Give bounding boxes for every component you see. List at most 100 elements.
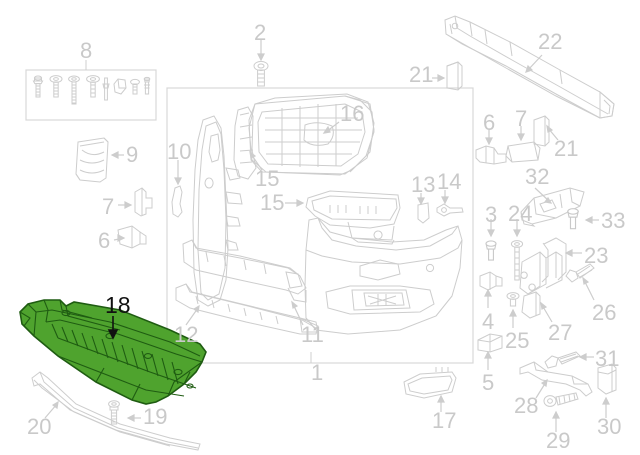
arrow-21-upper <box>432 74 446 82</box>
callout-24[interactable]: 24 <box>508 201 533 226</box>
part-33-hex-flange-bolt <box>567 208 579 230</box>
part-6-retainer-left <box>117 225 147 249</box>
part-1-bumper-cover-side-profile <box>192 115 243 307</box>
part-31-stud-bolt <box>544 351 581 369</box>
callout-5[interactable]: 5 <box>482 370 495 395</box>
callout-1[interactable]: 1 <box>311 360 324 385</box>
arrow-7-right <box>517 126 525 142</box>
callout-13[interactable]: 13 <box>411 172 436 197</box>
part-24-long-bolt <box>510 240 524 281</box>
arrow-26 <box>582 276 595 301</box>
callout-3[interactable]: 3 <box>485 202 498 227</box>
part-9-insulator-pad <box>75 137 109 183</box>
arrow-23 <box>564 249 582 257</box>
callout-29[interactable]: 29 <box>546 428 571 453</box>
callout-27[interactable]: 27 <box>548 320 573 345</box>
hardware-item-5-pin-rivet <box>102 77 110 101</box>
part-12-lower-spoiler-trim <box>175 283 319 335</box>
part-17-tow-hook-cover <box>403 367 457 399</box>
callout-30[interactable]: 30 <box>597 414 622 439</box>
callout-12[interactable]: 12 <box>174 322 199 347</box>
arrow-3 <box>487 219 495 238</box>
part-11-lower-valance-bracket <box>182 239 307 303</box>
callout-17[interactable]: 17 <box>432 408 457 433</box>
part-20-lower-molding-strip <box>31 371 201 451</box>
part-21-absorber-block-upper <box>446 61 463 91</box>
callout-23[interactable]: 23 <box>584 243 609 268</box>
hardware-item-1-hex-flange-bolt <box>32 75 44 98</box>
arrow-6-right <box>485 130 493 146</box>
arrow-28 <box>535 378 548 399</box>
arrow-30 <box>602 396 610 418</box>
callout-2[interactable]: 2 <box>254 20 267 45</box>
arrow-11 <box>291 300 304 326</box>
arrow-12 <box>185 304 200 326</box>
part-15b-upper-support-bracket <box>305 190 401 245</box>
callout-11[interactable]: 11 <box>301 322 324 347</box>
part-4-clip-retainer <box>479 271 503 291</box>
callout-8[interactable]: 8 <box>80 38 93 63</box>
arrow-25 <box>509 308 517 328</box>
part-18-body <box>19 299 207 405</box>
part-3-bolt <box>485 240 497 261</box>
callout-14[interactable]: 14 <box>437 169 462 194</box>
arrow-19 <box>126 414 141 422</box>
callout-20[interactable]: 20 <box>27 414 52 439</box>
callout-28[interactable]: 28 <box>514 393 539 418</box>
part-15a-side-bracket <box>233 106 257 180</box>
part-19-screw-bolt <box>108 400 120 425</box>
hardware-item-4-washer-head-bolt <box>86 75 100 98</box>
callout-15b[interactable]: 15 <box>260 190 285 215</box>
part-10-pin-rivet <box>171 185 183 218</box>
callout-9[interactable]: 9 <box>126 142 139 167</box>
callout-33[interactable]: 33 <box>601 208 626 233</box>
arrow-5 <box>484 350 492 370</box>
part-26-flange-bolt <box>565 263 595 283</box>
callout-21-lower[interactable]: 21 <box>554 136 579 161</box>
callout-21-upper[interactable]: 21 <box>409 62 434 87</box>
part-7-clip-right <box>505 141 541 163</box>
arrow-24 <box>513 219 521 238</box>
part-7-clip-left <box>134 187 153 217</box>
arrow-15a <box>249 150 263 171</box>
arrow-14 <box>441 190 449 205</box>
callout-18[interactable]: 18 <box>105 292 131 318</box>
part-1-bumper-cover-main <box>304 217 463 335</box>
hardware-item-7-short-bolt <box>130 78 140 95</box>
hardware-item-2-round-head-screw <box>49 75 63 98</box>
part-29-tapping-screw <box>543 392 579 407</box>
callout-10[interactable]: 10 <box>167 139 192 164</box>
arrow-17 <box>437 394 445 412</box>
callout-7-right[interactable]: 7 <box>515 106 528 131</box>
arrow-31 <box>578 353 594 361</box>
part-13-spacer <box>417 202 430 224</box>
callout-16[interactable]: 16 <box>340 101 365 126</box>
part-22-bumper-reinforcement-beam <box>444 15 615 119</box>
arrow-13 <box>417 193 425 206</box>
hardware-item-6-clip-wedge <box>113 78 127 95</box>
callout-32[interactable]: 32 <box>525 164 550 189</box>
arrow-10 <box>174 160 182 186</box>
callout-19[interactable]: 19 <box>143 404 168 429</box>
callout-7-left[interactable]: 7 <box>102 194 115 219</box>
part-28-lower-tie-bar <box>519 361 593 397</box>
callout-31[interactable]: 31 <box>595 346 620 371</box>
callout-26[interactable]: 26 <box>592 300 617 325</box>
part-32-support-rail-bracket <box>520 187 585 227</box>
callout-22[interactable]: 22 <box>538 29 563 54</box>
main-assembly-box <box>166 87 474 364</box>
hardware-kit-box <box>25 69 157 121</box>
part-23-crash-box-bracket <box>519 237 567 295</box>
callout-4[interactable]: 4 <box>482 309 495 334</box>
part-21-absorber-block-lower <box>533 115 550 147</box>
part-18-detail-lines <box>19 299 203 401</box>
part-2-bolt-upper <box>253 60 269 87</box>
callout-15a[interactable]: 15 <box>255 166 280 191</box>
callout-6-right[interactable]: 6 <box>483 110 496 135</box>
callout-25[interactable]: 25 <box>505 328 530 353</box>
arrow-16 <box>322 121 340 134</box>
part-18-engine-splash-shield-undercover[interactable] <box>19 299 207 405</box>
callout-6-left[interactable]: 6 <box>98 228 111 253</box>
